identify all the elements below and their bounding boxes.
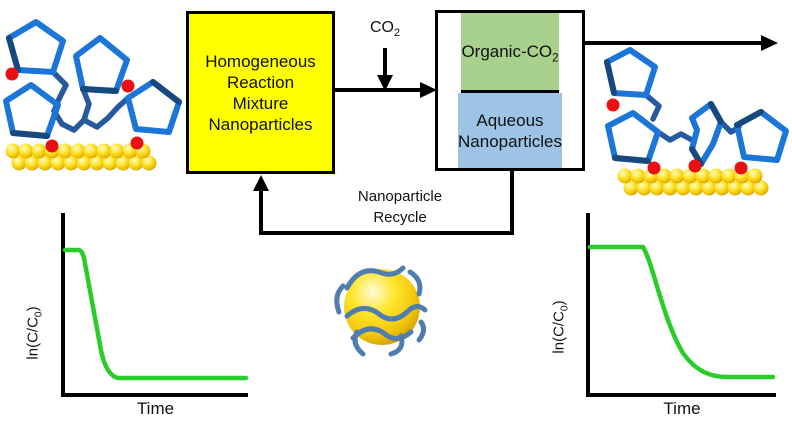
reactor-to-separator-arrow xyxy=(332,82,437,98)
right-chart-axes xyxy=(586,213,776,397)
pyrrolidone-rings xyxy=(3,19,182,139)
right-chart-decay-curve xyxy=(587,244,776,380)
co2-label: CO2 xyxy=(369,19,401,40)
left-kinetics-chart: ln(C/C0) Time xyxy=(18,205,258,426)
reactor-label-line: Reaction xyxy=(226,72,295,92)
right-chart-xlabel: Time xyxy=(663,399,701,418)
right-chart-plot xyxy=(586,213,776,397)
reactor-label-line: Nanoparticles xyxy=(208,114,313,134)
right-kinetics-chart: ln(C/C0) Time xyxy=(545,205,790,426)
pyrrolidone-rings xyxy=(604,47,789,167)
homogeneous-reactor-box: Homogeneous Reaction Mixture Nanoparticl… xyxy=(186,11,335,174)
organic-co2-phase: Organic-CO2 xyxy=(461,13,559,93)
wrapped-polymer-chains xyxy=(334,265,428,357)
co2-feed-arrow xyxy=(377,48,393,91)
right-chart-ylabel: ln(C/C0) xyxy=(550,300,571,354)
separator-box: Organic-CO2 Aqueous Nanoparticles xyxy=(435,10,585,171)
gold-nanoparticle-surface xyxy=(617,168,769,196)
collapsed-polymer-on-gold-right-illustration xyxy=(604,47,789,196)
oxygen-atoms xyxy=(606,98,748,175)
gold-sphere xyxy=(344,269,420,345)
aqueous-nanoparticles-phase: Aqueous Nanoparticles xyxy=(458,93,562,168)
reactor-label-line: Homogeneous xyxy=(205,51,316,71)
nanoparticle-recycle-label: Nanoparticle Recycle xyxy=(357,188,443,226)
left-chart-axes xyxy=(61,213,248,397)
left-chart-decay-curve xyxy=(62,247,249,381)
gold-nanoparticle-surface xyxy=(5,143,157,171)
left-chart-ylabel: ln(C/C0) xyxy=(24,306,45,360)
left-chart-xlabel: Time xyxy=(136,399,175,418)
oxygen-atoms xyxy=(5,67,144,153)
polymer-wrapped-nanoparticle-icon xyxy=(334,265,428,357)
reactor-label-line: Mixture xyxy=(232,93,289,113)
left-chart-plot xyxy=(61,213,249,397)
grafted-polymer-on-gold-left-illustration xyxy=(3,19,182,171)
